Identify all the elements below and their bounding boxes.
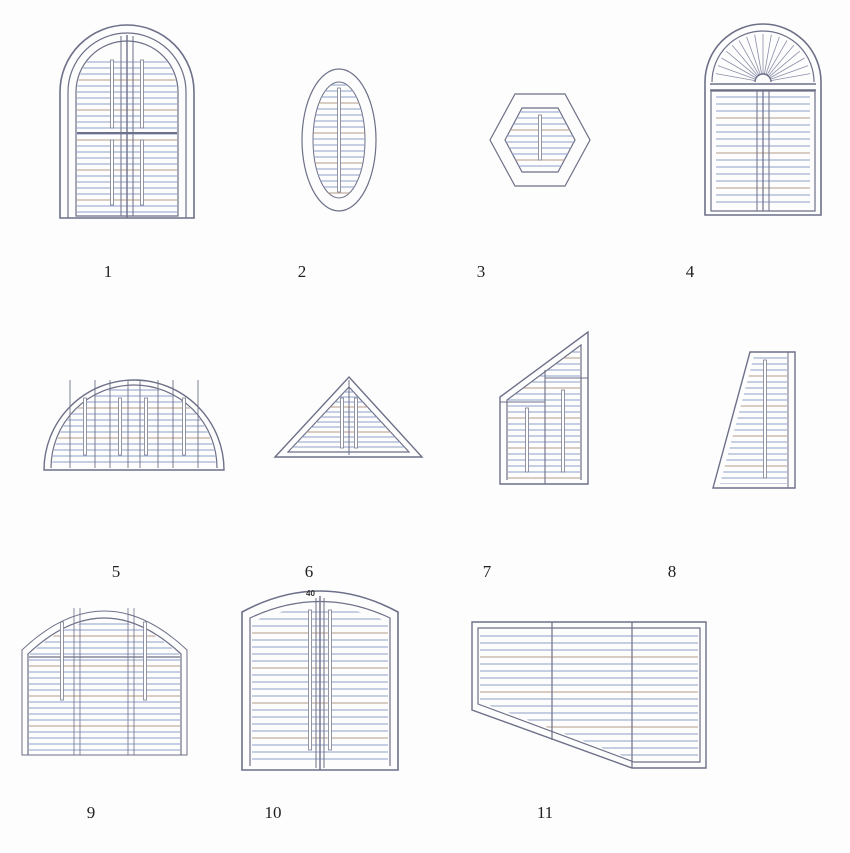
frame: [710, 90, 816, 212]
tilt-rod: [561, 389, 565, 473]
label-6: 6: [304, 562, 314, 581]
half-circle-shutter: [43, 379, 225, 471]
sunburst-ray: [725, 50, 758, 78]
sunburst-ray: [738, 40, 760, 76]
label-8: 8: [667, 562, 677, 581]
label-1: 1: [103, 262, 113, 281]
frame: [301, 68, 377, 212]
sunburst-ray: [767, 44, 795, 77]
tilt-rod: [337, 87, 341, 193]
tilt-rod: [110, 139, 114, 206]
tilt-rod: [83, 397, 87, 456]
sunburst-ray: [731, 44, 759, 77]
shallow-arch-shutter: [241, 590, 399, 771]
sunburst-ray: [766, 40, 788, 76]
tilt-rod: [525, 407, 529, 473]
tilt-rod: [144, 397, 148, 456]
label-4: 4: [685, 262, 695, 281]
arched-double-shutter: [59, 24, 195, 219]
label-5: 5: [111, 562, 121, 581]
label-10: 10: [264, 803, 282, 822]
sloped-top-shutter: [499, 330, 589, 485]
label-9: 9: [86, 803, 96, 822]
tilt-rod: [182, 397, 186, 456]
sunburst-ray: [754, 34, 763, 75]
frame: [471, 621, 707, 769]
tilt-rod: [140, 59, 144, 129]
tilt-rod: [308, 609, 312, 751]
frame: [477, 627, 701, 763]
frame: [43, 379, 225, 471]
tilt-rod: [143, 621, 147, 701]
sunburst-ray: [770, 65, 809, 80]
frame: [504, 107, 576, 173]
tilt-rod: [118, 397, 122, 456]
sunburst-ray: [763, 34, 772, 75]
tilt-rod: [538, 114, 542, 161]
frame: [75, 40, 179, 217]
dimension-annotation: 40: [306, 589, 315, 598]
frame: [59, 24, 195, 219]
sunburst-ray: [768, 50, 801, 78]
hub: [754, 73, 772, 83]
frame: [21, 610, 188, 756]
tilt-rod: [140, 139, 144, 206]
label-11: 11: [536, 803, 554, 822]
label-2: 2: [297, 262, 307, 281]
frame: [711, 30, 815, 83]
sunburst-ray: [746, 36, 761, 75]
louvers: [508, 346, 580, 479]
triangle-shutter: [273, 375, 424, 458]
frame: [50, 384, 218, 469]
hexagon-shutter: [489, 93, 591, 187]
sunburst-ray: [765, 36, 780, 75]
tilt-rod: [328, 609, 332, 751]
tilt-rod: [110, 59, 114, 129]
sunburst-ray: [715, 73, 756, 82]
sunburst-arch-shutter: [704, 23, 822, 216]
louvers: [29, 623, 180, 751]
label-3: 3: [476, 262, 486, 281]
oval-shutter: [301, 68, 377, 212]
frame: [312, 81, 366, 199]
tilt-rod: [763, 359, 767, 479]
frame: [489, 93, 591, 187]
frame: [499, 330, 589, 485]
frame: [273, 375, 424, 458]
label-7: 7: [482, 562, 492, 581]
frame: [67, 32, 187, 218]
sunburst-ray: [717, 65, 756, 80]
sunburst-ray: [769, 57, 805, 79]
louvers: [480, 635, 698, 756]
tilt-rod: [340, 397, 344, 449]
frame: [712, 351, 796, 489]
sunburst-ray: [721, 57, 757, 79]
sunburst-ray: [770, 73, 811, 82]
frame: [506, 343, 582, 480]
tilt-rod: [354, 397, 358, 449]
tilt-rod: [60, 621, 64, 701]
frame: [27, 617, 182, 755]
frame: [704, 23, 822, 216]
louvers: [720, 357, 787, 484]
eyebrow-arch-shutter: [21, 608, 188, 756]
angled-bottom-shutter: [471, 621, 707, 769]
frame: [241, 590, 399, 771]
trapezoid-shutter: [712, 351, 796, 489]
